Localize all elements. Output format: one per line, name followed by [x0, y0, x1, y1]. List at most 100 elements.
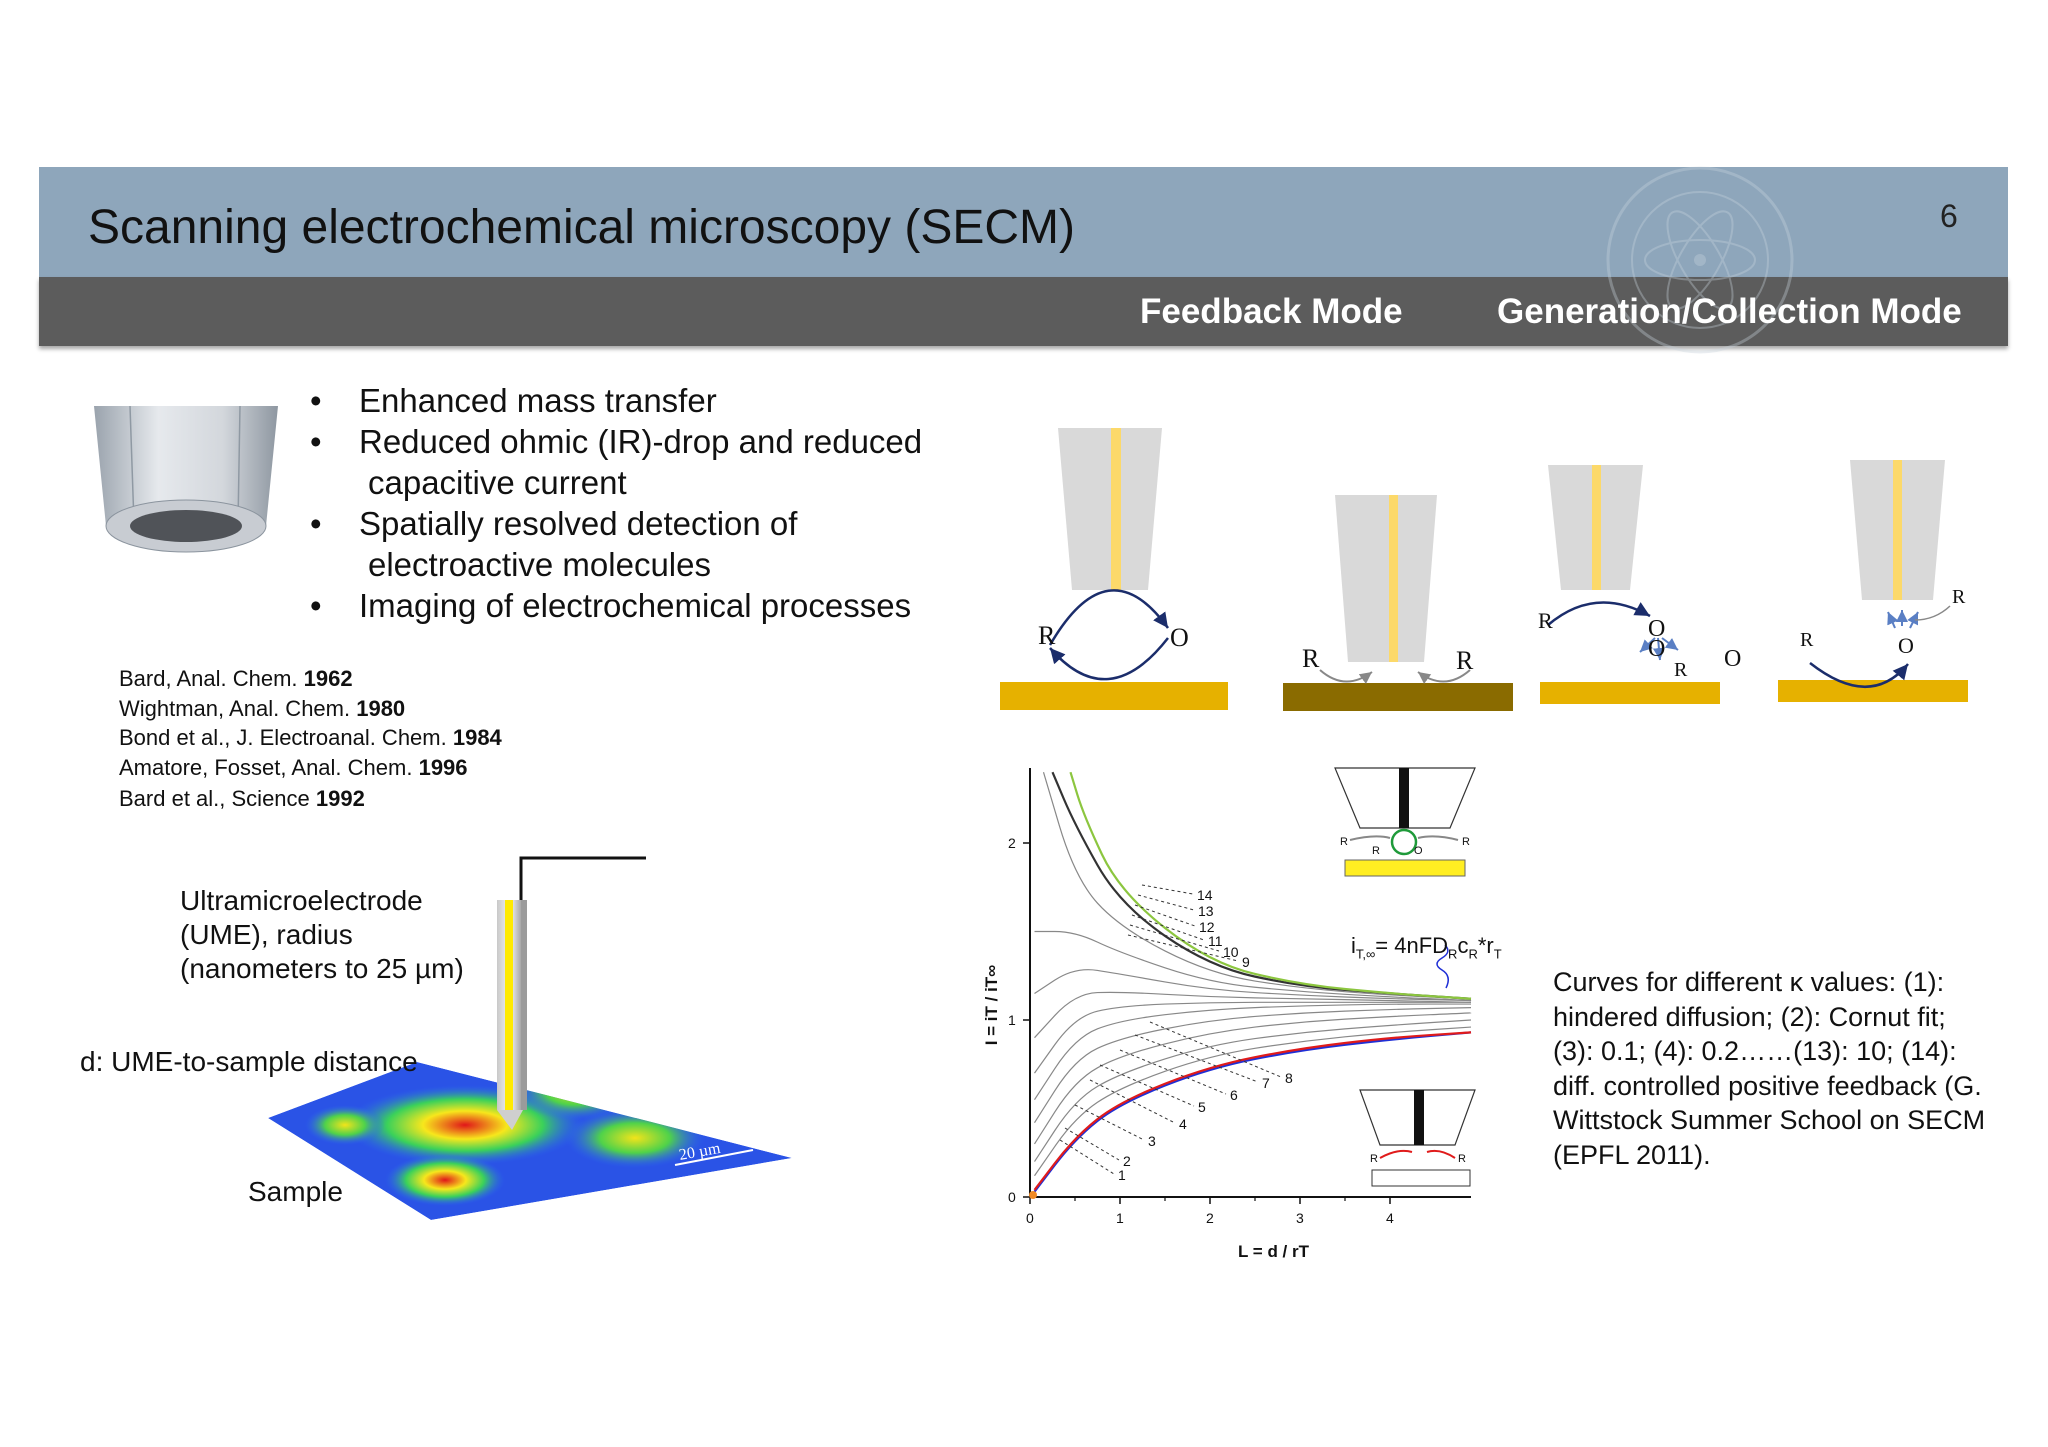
- curve-label: 10: [1223, 944, 1239, 960]
- feature-text: Reduced ohmic (IR)-drop and reduced: [359, 423, 923, 460]
- curve-label-leader: [1127, 934, 1239, 962]
- svg-text:R: R: [1370, 1153, 1378, 1165]
- reference-year: 1980: [356, 695, 406, 721]
- mode-schematics: R O R R R O O R O R O R: [1000, 428, 1968, 711]
- limiting-current-formula: iT,∞= 4nFDRcR*rT: [1351, 933, 1502, 962]
- curve-label: 14: [1197, 887, 1213, 903]
- reference-year: 1962: [303, 666, 353, 691]
- university-seal-icon: [1606, 166, 1794, 354]
- svg-text:R: R: [1038, 621, 1056, 650]
- curve-label-leader: [1141, 884, 1194, 895]
- curve-label-leader: [1134, 904, 1196, 927]
- curve-label: 12: [1199, 919, 1215, 935]
- feedback-mode-label: Feedback Mode: [1140, 292, 1403, 331]
- series-line-14: [1069, 771, 1472, 1000]
- curve-label: 13: [1198, 903, 1214, 919]
- reference-item: Bard, Anal. Chem. 1962: [119, 666, 353, 691]
- reference-item: Bond et al., J. Electroanal. Chem. 1984: [119, 725, 502, 750]
- svg-text:R: R: [1462, 836, 1470, 848]
- svg-text:R: R: [1302, 644, 1320, 673]
- curve-label-leader: [1089, 1079, 1176, 1124]
- feature-text-continued: capacitive current: [368, 464, 627, 501]
- curve-label: 8: [1285, 1070, 1293, 1086]
- x-tick-label: 4: [1386, 1210, 1394, 1226]
- series-line-7: [1033, 1003, 1471, 1100]
- reference-list: Bard, Anal. Chem. 1962 Wightman, Anal. C…: [119, 664, 502, 814]
- series-line-12: [1042, 772, 1472, 1000]
- negative-feedback-schematic: R R: [1283, 495, 1513, 711]
- secm-sample-heatmap: 20 µm: [268, 856, 792, 1220]
- reference-item: Wightman, Anal. Chem. 1980: [119, 695, 406, 721]
- feature-item: Reduced ohmic (IR)-drop and reduced capac…: [305, 421, 945, 503]
- curve-label-leader: [1119, 1049, 1227, 1095]
- feature-text: Imaging of electrochemical processes: [359, 587, 912, 624]
- svg-text:O: O: [1648, 636, 1665, 662]
- curve-label-leader: [1131, 914, 1205, 941]
- curve-label-leader: [1059, 1139, 1115, 1175]
- x-tick-label: 2: [1206, 1210, 1214, 1226]
- svg-text:R: R: [1458, 1153, 1466, 1165]
- feature-text: Spatially resolved detection of: [359, 505, 798, 542]
- feature-item: Spatially resolved detection of electroac…: [305, 503, 945, 585]
- x-axis-label: L = d / rT: [1238, 1242, 1310, 1261]
- feature-text-continued: electroactive molecules: [368, 546, 711, 583]
- series-line-2: [1033, 1031, 1472, 1191]
- svg-text:R: R: [1456, 646, 1474, 675]
- curve-label: 1: [1118, 1167, 1126, 1183]
- reference-year: 1992: [315, 786, 365, 811]
- generation-collection-schematic-1: R O O R O: [1538, 465, 1741, 704]
- positive-feedback-schematic: R O: [1000, 428, 1228, 710]
- feature-text: Enhanced mass transfer: [359, 382, 717, 419]
- origin-marker: [1029, 1191, 1037, 1199]
- ume-label: Ultramicroelectrode (UME), radius (nanom…: [180, 885, 464, 984]
- svg-text:R: R: [1674, 659, 1688, 681]
- title-bar: [39, 167, 2008, 277]
- page-title: Scanning electrochemical microscopy (SEC…: [88, 201, 1075, 254]
- reference-year: 1984: [452, 725, 502, 750]
- series-line-11: [1034, 930, 1472, 1002]
- y-tick-label: 0: [1008, 1189, 1016, 1205]
- curve-label-leader: [1099, 1064, 1195, 1107]
- subtitle-bar: [39, 277, 2008, 346]
- reference-year: 1996: [418, 754, 468, 780]
- inset-negative-feedback: R R: [1359, 1089, 1476, 1187]
- sample-label: Sample: [248, 1176, 343, 1207]
- series-line-5: [1033, 1012, 1472, 1145]
- y-axis-label: I = iT / iT∞: [982, 965, 1001, 1046]
- curve-label: 6: [1230, 1087, 1238, 1103]
- y-tick-label: 1: [1008, 1012, 1016, 1028]
- reference-item: Amatore, Fosset, Anal. Chem. 1996: [119, 754, 468, 780]
- svg-text:O: O: [1724, 646, 1741, 672]
- svg-text:O: O: [1414, 845, 1423, 857]
- generation-collection-schematic-2: R O R: [1778, 460, 1968, 702]
- x-tick-label: 3: [1296, 1210, 1304, 1226]
- svg-text:O: O: [1898, 633, 1914, 658]
- series-line-8: [1034, 1001, 1471, 1074]
- svg-text:R: R: [1800, 629, 1814, 651]
- x-tick-label: 1: [1116, 1210, 1124, 1226]
- series-line-9: [1034, 991, 1472, 1039]
- y-tick-label: 2: [1008, 835, 1016, 851]
- curve-label: 5: [1198, 1099, 1206, 1115]
- figure-caption: Curves for different κ values: (1): hind…: [1553, 967, 1986, 1170]
- series-line-1: [1033, 1031, 1472, 1193]
- series-line-6: [1033, 1007, 1472, 1123]
- curve-label: 4: [1179, 1116, 1187, 1132]
- feature-list: Enhanced mass transfer Reduced ohmic (IR…: [305, 380, 945, 626]
- svg-text:R: R: [1340, 836, 1348, 848]
- curve-label: 2: [1123, 1153, 1131, 1169]
- series-line-10: [1034, 969, 1472, 1002]
- curve-label-leader: [1074, 1104, 1145, 1141]
- feature-item: Enhanced mass transfer: [305, 380, 945, 421]
- curve-label-leader: [1134, 1034, 1259, 1083]
- ume-electrode-icon: [94, 405, 278, 553]
- distance-label: d: UME-to-sample distance: [80, 1046, 418, 1077]
- curve-label-leader: [1064, 1127, 1120, 1161]
- feature-item: Imaging of electrochemical processes: [305, 585, 945, 626]
- svg-text:O: O: [1170, 623, 1189, 652]
- generation-collection-mode-label: Generation/Collection Mode: [1497, 292, 1962, 331]
- series-line-3: [1034, 1026, 1472, 1177]
